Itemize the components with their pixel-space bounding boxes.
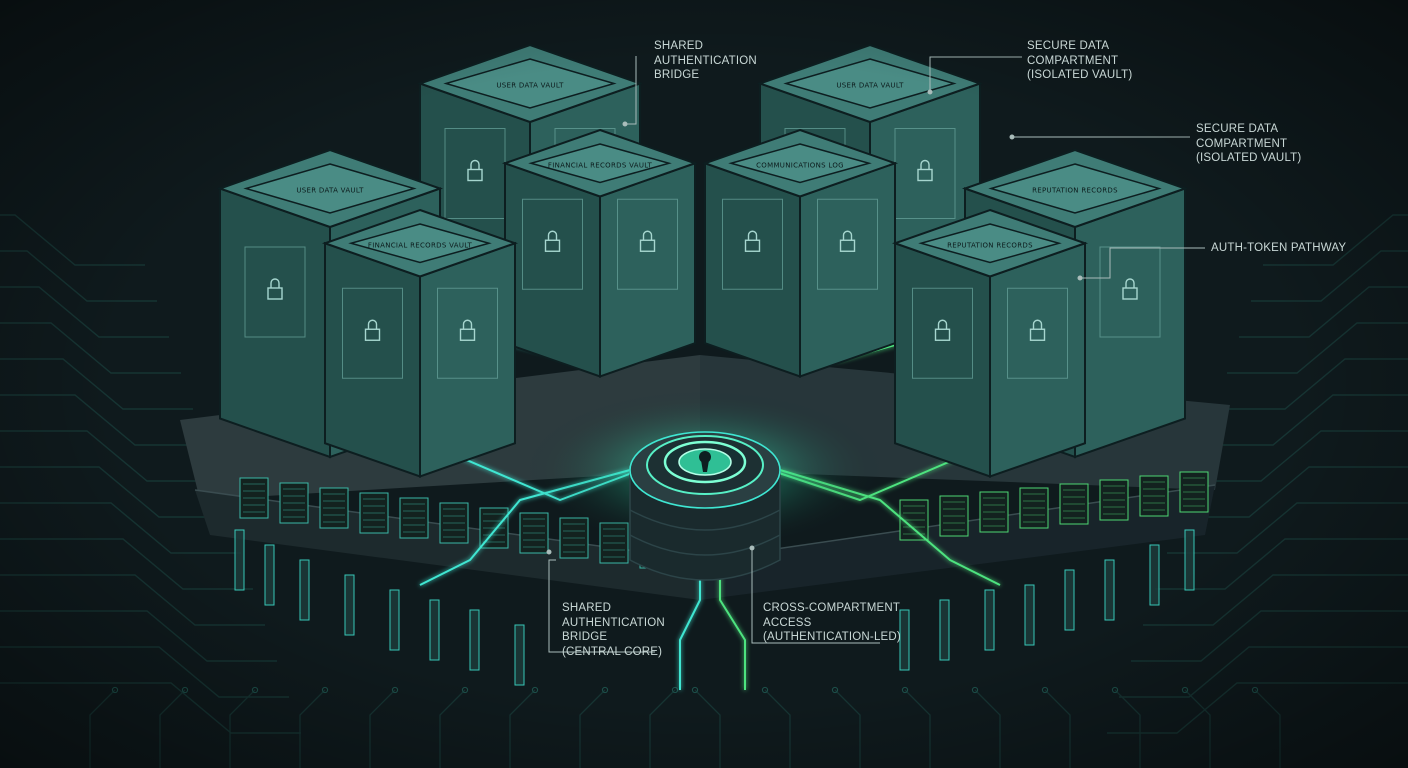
support-leg <box>984 589 995 651</box>
support-leg <box>344 574 355 636</box>
support-leg <box>469 609 480 671</box>
support-leg <box>899 609 910 671</box>
support-leg <box>514 624 525 686</box>
callout-secure-compartment-b: SECURE DATA COMPARTMENT (ISOLATED VAULT) <box>1196 123 1302 164</box>
support-leg <box>299 559 310 621</box>
support-leg <box>1184 529 1195 591</box>
vault-plate-label: REPUTATION RECORDS <box>1032 187 1118 195</box>
callout-secure-compartment-a: SECURE DATA COMPARTMENT (ISOLATED VAULT) <box>1027 40 1133 81</box>
vault-left-front-b: FINANCIAL RECORDS VAULT <box>321 208 519 478</box>
vault-plate-label: REPUTATION RECORDS <box>947 241 1033 249</box>
support-leg <box>939 599 950 661</box>
support-leg <box>389 589 400 651</box>
vault-plate-label: FINANCIAL RECORDS VAULT <box>548 161 653 169</box>
vault-right-front-b: REPUTATION RECORDS <box>891 208 1089 478</box>
support-leg <box>1024 584 1035 646</box>
callout-auth-token-pathway: AUTH-TOKEN PATHWAY <box>1211 242 1347 254</box>
vault-plate-label: USER DATA VAULT <box>496 82 564 90</box>
support-leg <box>1064 569 1075 631</box>
vault-right-inner: COMMUNICATIONS LOG <box>701 128 899 378</box>
vault-plate-label: USER DATA VAULT <box>836 82 904 90</box>
support-leg <box>264 544 275 606</box>
vault-plate-label: FINANCIAL RECORDS VAULT <box>368 241 473 249</box>
support-leg <box>429 599 440 661</box>
support-leg <box>1149 544 1160 606</box>
support-leg <box>234 529 245 591</box>
callout-shared-bridge-core: SHARED AUTHENTICATION BRIDGE (CENTRAL CO… <box>562 602 665 658</box>
callout-cross-compartment: CROSS-COMPARTMENT ACCESS (AUTHENTICATION… <box>763 602 901 643</box>
vault-left-inner: FINANCIAL RECORDS VAULT <box>501 128 699 378</box>
vault-plate-label: USER DATA VAULT <box>296 187 364 195</box>
support-leg <box>1104 559 1115 621</box>
vault-plate-label: COMMUNICATIONS LOG <box>756 161 844 169</box>
callout-shared-bridge-top: SHARED AUTHENTICATION BRIDGE <box>654 40 757 81</box>
